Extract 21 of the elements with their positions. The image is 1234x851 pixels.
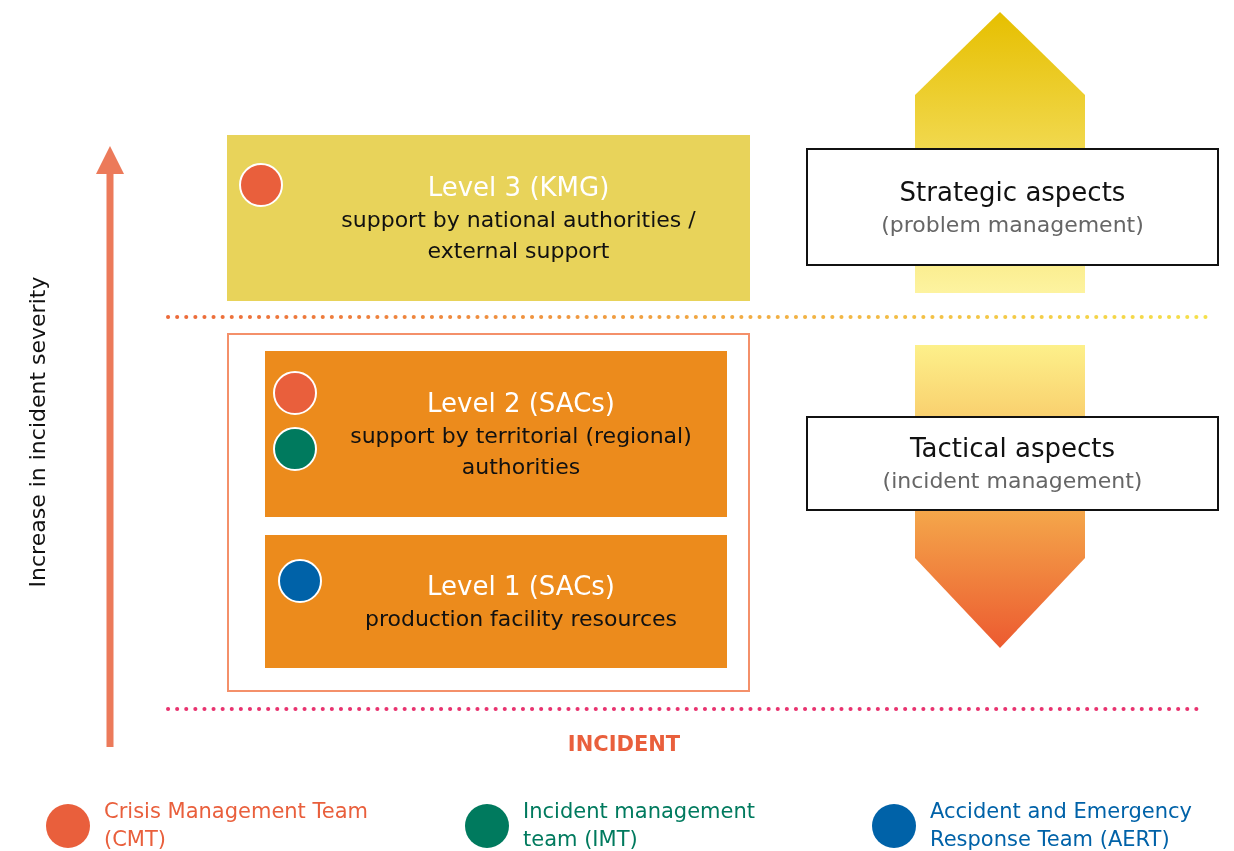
aspect-box <box>806 416 1219 511</box>
level-description: production facility resources <box>364 605 677 633</box>
level-description: support by national authorities / external support <box>340 206 697 265</box>
baseline-label: INCIDENT <box>567 732 681 756</box>
aspect-title: Strategic aspects <box>899 175 1126 209</box>
aspect-subtitle: (problem management) <box>881 210 1144 239</box>
level-title: Level 2 (SACs) <box>427 387 615 420</box>
level-description: support by territorial (regional) authorities <box>350 422 692 481</box>
level-title: Level 3 (KMG) <box>427 171 610 204</box>
legend-label: Crisis Management Team (CMT) <box>104 798 370 851</box>
aspect-subtitle: (incident management) <box>882 467 1143 495</box>
level-box <box>265 351 727 517</box>
legend-label: Accident and Emergency Response Team (AERT) <box>930 798 1194 851</box>
level-box <box>227 135 750 301</box>
level-title: Level 1 (SACs) <box>427 570 615 603</box>
axis-label: Increase in incident severity <box>24 276 50 588</box>
level-box <box>265 535 727 668</box>
aspect-box <box>806 148 1219 266</box>
legend-label: Incident management team (IMT) <box>523 798 757 851</box>
aspect-title: Tactical aspects <box>910 432 1115 465</box>
group-frame <box>227 333 750 692</box>
